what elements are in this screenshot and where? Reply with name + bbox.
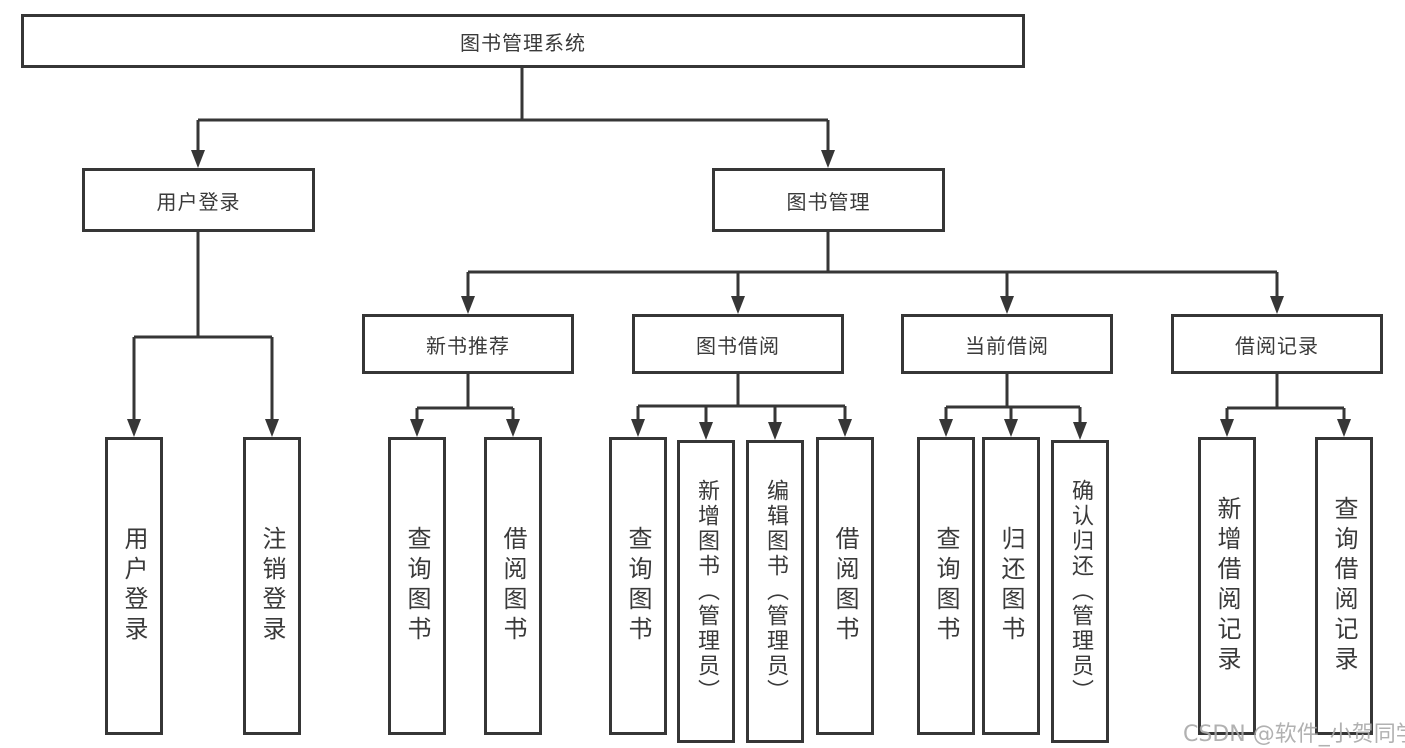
connector-borrow-records-to-leaves [1225,374,1346,419]
node-leaf-return-books: 归还图书 [982,437,1040,735]
node-label: 新书推荐 [426,333,510,358]
node-leaf-logout: 注销登录 [243,437,301,735]
node-label: 当前借阅 [965,333,1049,358]
node-label: 借阅记录 [1235,333,1319,358]
connector-current-borrow-to-leaves [944,374,1082,422]
connector-book-mgmt-to-level3 [466,232,1279,296]
node-library-management-system: 图书管理系统 [21,14,1025,68]
node-book-borrow: 图书借阅 [632,314,844,374]
connector-root-to-level2 [196,68,830,150]
node-leaf-search-books: 查询图书 [388,437,446,735]
node-leaf-borrow-books: 借阅图书 [484,437,542,735]
node-label: 图书管理系统 [460,30,586,55]
node-leaf-add-books-admin: 新增图书（管理员） [677,440,735,743]
connector-book-borrow-to-leaves [636,374,847,422]
arrowheads [127,150,1351,440]
node-label: 图书借阅 [696,333,780,358]
node-new-book-recommend: 新书推荐 [362,314,574,374]
node-leaf-search-books: 查询图书 [609,437,667,735]
node-leaf-borrow-books: 借阅图书 [816,437,874,735]
node-leaf-search-books: 查询图书 [917,437,975,735]
node-leaf-edit-books-admin: 编辑图书（管理员） [746,440,804,743]
node-leaf-user-login: 用户登录 [105,437,163,735]
node-leaf-confirm-return-admin: 确认归还（管理员） [1051,440,1109,743]
connector-new-books-to-leaves [415,374,515,419]
node-leaf-search-borrow-record: 查询借阅记录 [1315,437,1373,735]
node-user-login-branch: 用户登录 [82,168,315,232]
node-book-management-branch: 图书管理 [712,168,945,232]
csdn-watermark: CSDN @软件_小贺同学 [1183,722,1405,747]
connector-user-login-to-leaves [132,232,274,419]
node-borrow-records: 借阅记录 [1171,314,1383,374]
node-current-borrow: 当前借阅 [901,314,1113,374]
node-leaf-add-borrow-record: 新增借阅记录 [1198,437,1256,735]
node-label: 图书管理 [786,189,871,214]
node-label: 用户登录 [156,189,241,214]
